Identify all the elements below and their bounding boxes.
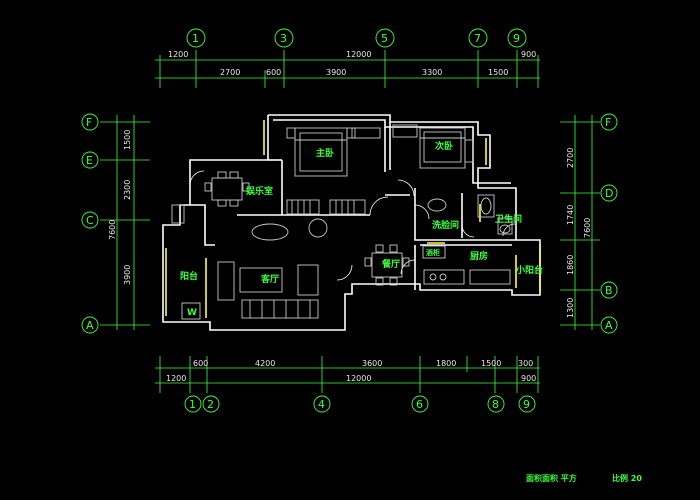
right-dim-total: 7600	[583, 218, 592, 238]
bottom-dim-seg-3: 3600	[362, 359, 382, 368]
axis-label-bottom-2: 2	[207, 398, 214, 411]
bottom-dimension-lines	[155, 356, 540, 393]
left-dim-seg-3: 3900	[123, 265, 132, 285]
coffee-table	[239, 267, 283, 293]
room-label-dining: 餐厅	[381, 258, 400, 270]
top-dim-left: 1200	[168, 50, 188, 59]
bathtub	[477, 194, 495, 218]
kitchen-counter	[423, 269, 465, 285]
top-dim-seg-5: 1500	[488, 68, 508, 77]
wardrobe	[286, 199, 320, 215]
right-dimension-lines	[560, 115, 600, 330]
drawing-title: 面积面积 平方	[526, 473, 577, 483]
left-dim-total: 7600	[108, 220, 117, 240]
bottom-dimension-texts: 600 4200 3600 1800 1500 300 1200 12000 9…	[166, 359, 536, 383]
master-bed	[294, 127, 348, 177]
laundry-sink	[427, 198, 447, 212]
top-dimension-lines	[155, 50, 540, 88]
axis-label-bottom-8: 8	[492, 398, 499, 411]
axis-label-left-f: F	[86, 116, 92, 129]
bottom-dim-seg-2: 4200	[255, 359, 275, 368]
left-axis-markers	[81, 113, 99, 334]
axis-label-right-d: D	[605, 187, 613, 200]
tv-cabinet	[241, 299, 319, 319]
axis-label-bottom-4: 4	[318, 398, 325, 411]
left-dim-seg-1: 1500	[123, 130, 132, 150]
wc-mark: W	[187, 308, 197, 318]
left-dimension-lines	[100, 115, 150, 330]
top-dimension-texts: 1200 12000 900 2700 600 3900 3300 1500	[168, 50, 536, 77]
room-label-bathroom: 卫生间	[495, 213, 522, 225]
balcony-washer	[181, 302, 201, 320]
bottom-dim-seg-5: 1500	[481, 359, 501, 368]
axis-label-bottom-9: 9	[523, 398, 530, 411]
top-dim-seg-1: 2700	[220, 68, 240, 77]
axis-label-top-7: 7	[474, 32, 481, 45]
dining-table	[371, 252, 403, 278]
right-dim-seg-2: 1740	[566, 205, 575, 225]
room-label-kitchen: 厨房	[470, 250, 488, 262]
axis-label-bottom-1: 1	[189, 398, 196, 411]
bottom-dim-seg-6: 300	[518, 359, 533, 368]
right-axis-markers	[600, 113, 618, 334]
round-table	[251, 223, 289, 241]
drawing-scale: 比例 20	[612, 473, 642, 483]
windows	[165, 120, 541, 318]
bottom-dim-seg-1: 600	[193, 359, 208, 368]
axis-label-left-a: A	[86, 319, 94, 332]
toilet	[497, 217, 513, 235]
axis-label-top-3: 3	[280, 32, 287, 45]
top-dim-seg-4: 3300	[422, 68, 442, 77]
furniture	[171, 124, 513, 320]
room-label-storage: 酒柜	[426, 248, 440, 257]
top-dim-right: 900	[521, 50, 536, 59]
room-label-balcony: 阳台	[180, 270, 198, 282]
axis-label-left-c: C	[86, 214, 94, 227]
axis-label-top-5: 5	[381, 32, 388, 45]
room-label-laundry: 洗脸间	[432, 219, 459, 231]
storage-cabinet	[422, 245, 446, 259]
left-dim-seg-2: 2300	[123, 180, 132, 200]
bottom-axis-markers	[184, 395, 536, 413]
top-axis-markers	[186, 28, 527, 48]
room-label-entertainment: 娱乐室	[246, 185, 273, 197]
room-label-living: 客厅	[260, 273, 279, 285]
bottom-dim-seg-4: 1800	[436, 359, 456, 368]
room-label-master-bedroom: 主卧	[316, 147, 334, 159]
axis-label-bottom-6: 6	[416, 398, 423, 411]
top-dim-total: 12000	[346, 50, 371, 59]
right-dim-seg-3: 1860	[566, 255, 575, 275]
door-swings	[189, 170, 516, 281]
bottom-dim-right: 900	[521, 374, 536, 383]
axis-label-top-1: 1	[192, 32, 199, 45]
room-label-bedroom: 次卧	[435, 140, 453, 152]
top-dim-seg-2: 600	[266, 68, 281, 77]
right-dim-seg-1: 2700	[566, 148, 575, 168]
axis-label-left-e: E	[86, 154, 93, 167]
living-sofa-left	[217, 261, 235, 301]
axis-label-top-9: 9	[513, 32, 520, 45]
axis-label-right-a: A	[605, 319, 613, 332]
bottom-dim-left: 1200	[166, 374, 186, 383]
axis-label-right-f: F	[605, 116, 611, 129]
entertainment-table	[211, 177, 243, 201]
top-dim-seg-3: 3900	[326, 68, 346, 77]
walls	[162, 114, 541, 331]
right-dim-seg-4: 1300	[566, 298, 575, 318]
room-label-small-balcony: 小阳台	[515, 264, 543, 276]
axis-label-right-b: B	[605, 284, 613, 297]
bottom-dim-total: 12000	[346, 374, 371, 383]
living-armchair	[297, 264, 319, 296]
